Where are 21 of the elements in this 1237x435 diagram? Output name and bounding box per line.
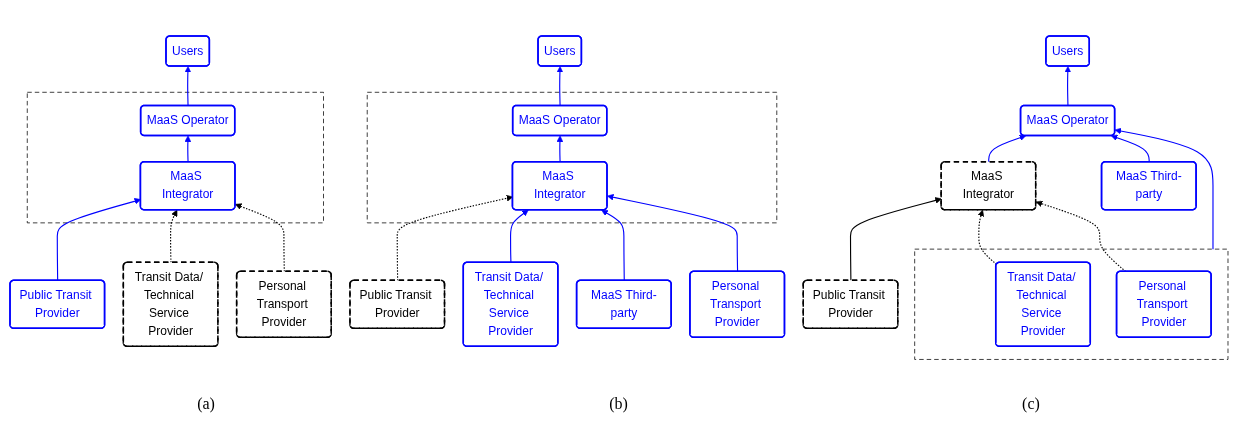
arrow [987, 134, 1026, 163]
cluster [26, 91, 324, 223]
arrow [977, 209, 997, 265]
arrow [600, 209, 625, 281]
arrow [169, 209, 177, 263]
arrow [509, 209, 529, 263]
arrow [234, 203, 285, 272]
panel-caption: (a) [197, 395, 215, 413]
panel-caption: (b) [609, 395, 628, 413]
arrow [1114, 127, 1214, 250]
arrow [184, 135, 191, 163]
panel-caption: (c) [1022, 395, 1040, 413]
arrow [556, 65, 563, 107]
arrow [1035, 200, 1126, 272]
arrow [606, 193, 738, 272]
cluster [913, 248, 1228, 360]
arrow [184, 65, 191, 107]
arrow [556, 135, 563, 163]
cluster [366, 91, 777, 223]
arrow [1110, 134, 1150, 163]
arrow [1064, 65, 1071, 107]
